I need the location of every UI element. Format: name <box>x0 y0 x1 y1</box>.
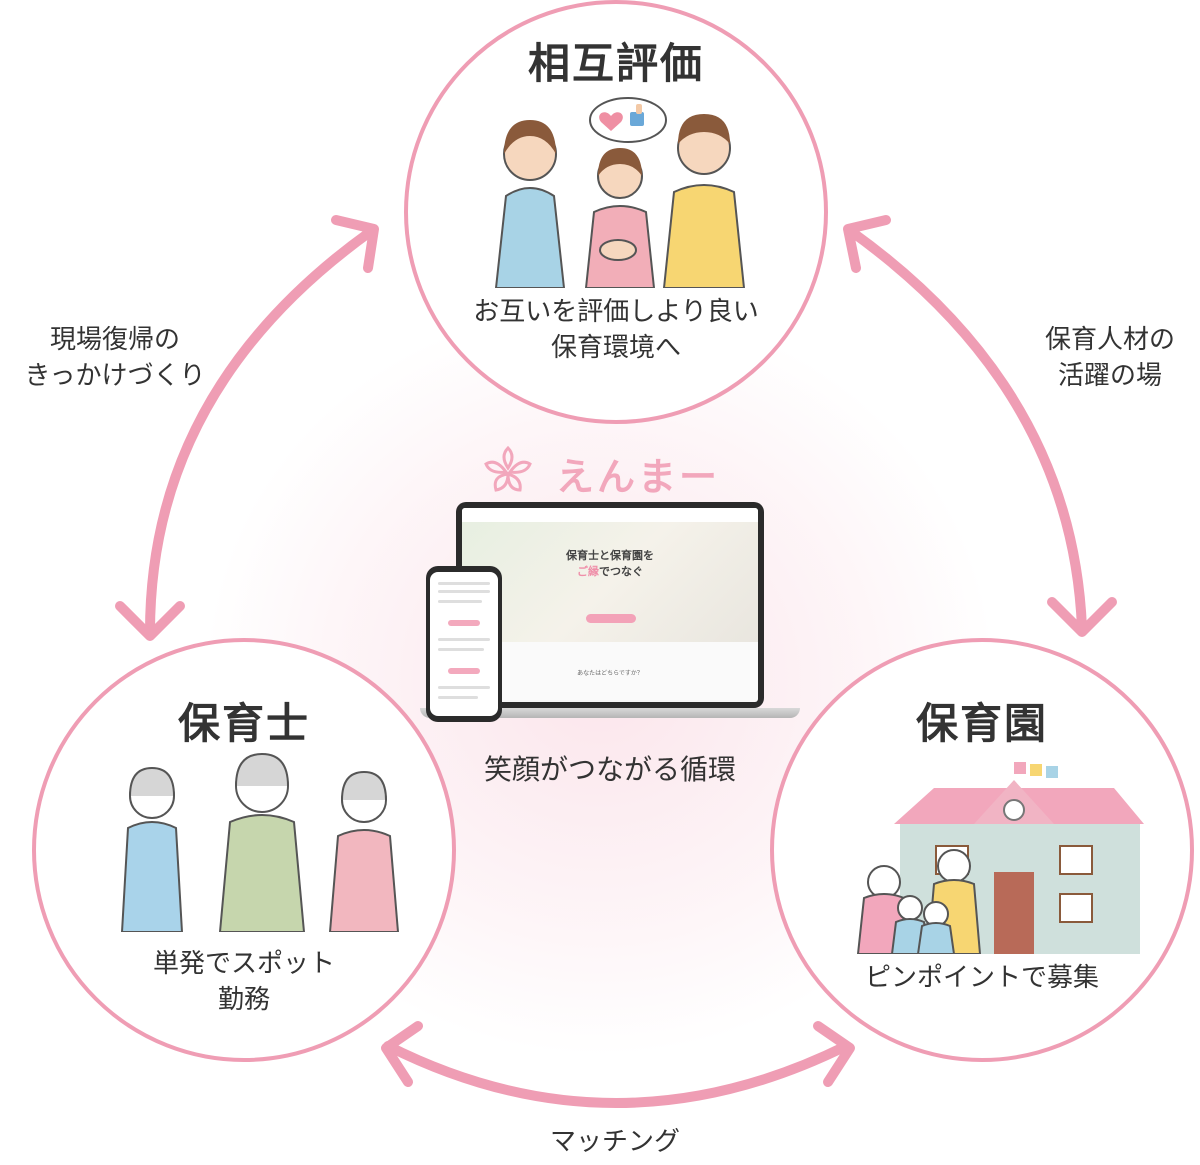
node-title: 保育士 <box>177 699 310 748</box>
node-mutual-evaluation: 相互評価 お互いを評価しより良い 保育環境へ <box>404 0 828 424</box>
sakura-icon <box>484 445 532 492</box>
caption-line-1: 単発でスポット <box>152 949 335 979</box>
node-nursery: 保育園 ピンポイントで募集 <box>770 638 1194 1062</box>
caption-line-1: ピンポイントで募集 <box>864 963 1099 993</box>
heart-icon <box>599 112 623 131</box>
site-hero-heading-line-2: ご縁でつなぐ <box>462 564 758 580</box>
arrowhead-right-top <box>843 215 891 273</box>
node-childcare-worker: 保育士 単発でスポット 勤務 <box>32 638 456 1062</box>
laptop-screen-content: 保育士と保育園を ご縁でつなぐ あなたはどちらですか？ <box>462 508 758 702</box>
center-caption: 笑顔がつながる循環 <box>483 753 736 786</box>
site-hero-heading: 保育士と保育園を ご縁でつなぐ <box>462 548 758 580</box>
site-hero-heading-line-1: 保育士と保育園を <box>566 549 654 562</box>
edge-label-line-1: 保育人材の <box>1044 325 1175 355</box>
site-cta-button <box>586 614 636 623</box>
thumbs-up-icon <box>630 112 644 126</box>
edge-label-bottom: マッチング <box>549 1127 680 1157</box>
arrowhead-bottom-right <box>813 1021 855 1087</box>
site-nav <box>462 508 758 522</box>
laptop-mockup: 保育士と保育園を ご縁でつなぐ あなたはどちらですか？ <box>420 502 800 724</box>
edge-label-left: 現場復帰の きっかけづくり <box>0 322 230 394</box>
site-hero <box>462 522 758 642</box>
caption-line-2: 勤務 <box>217 985 270 1015</box>
arrowhead-left-top <box>331 215 379 273</box>
node-caption: ピンポイントで募集 <box>774 960 1190 996</box>
node-title: 保育園 <box>915 699 1048 748</box>
brand-logo: えんまーる <box>478 440 748 554</box>
site-question: あなたはどちらですか？ <box>577 670 643 677</box>
node-title: 相互評価 <box>527 39 704 88</box>
arrow-right-arc <box>847 227 1087 633</box>
handshake-illustration <box>494 97 746 288</box>
edge-label-line-1: 現場復帰の <box>49 325 180 355</box>
edge-label-line-2: 活躍の場 <box>1057 361 1162 391</box>
arrow-bottom-arc <box>383 1041 851 1108</box>
arrowhead-left-bottom <box>115 601 185 641</box>
node-caption: お互いを評価しより良い 保育環境へ <box>408 294 824 366</box>
laptop-base <box>420 708 800 718</box>
arrowhead-right-bottom <box>1047 597 1117 637</box>
arrow-left-arc <box>145 227 375 637</box>
laptop-screen: 保育士と保育園を ご縁でつなぐ あなたはどちらですか？ <box>456 502 764 708</box>
school-building-icon <box>856 762 1144 954</box>
arrowhead-bottom-left <box>381 1021 423 1087</box>
caption-line-1: お互いを評価しより良い <box>473 297 759 327</box>
edge-label-line-2: きっかけづくり <box>24 361 206 391</box>
caption-line-2: 保育環境へ <box>550 333 681 363</box>
site-hero-heading-pink: ご縁 <box>577 565 599 578</box>
workers-illustration <box>120 752 400 932</box>
phone-screen <box>430 572 498 716</box>
edge-label-right: 保育人材の 活躍の場 <box>1020 322 1200 394</box>
site-hero-heading-rest: でつなぐ <box>599 565 643 578</box>
phone-mockup <box>426 566 502 722</box>
node-caption: 単発でスポット 勤務 <box>36 946 452 1018</box>
